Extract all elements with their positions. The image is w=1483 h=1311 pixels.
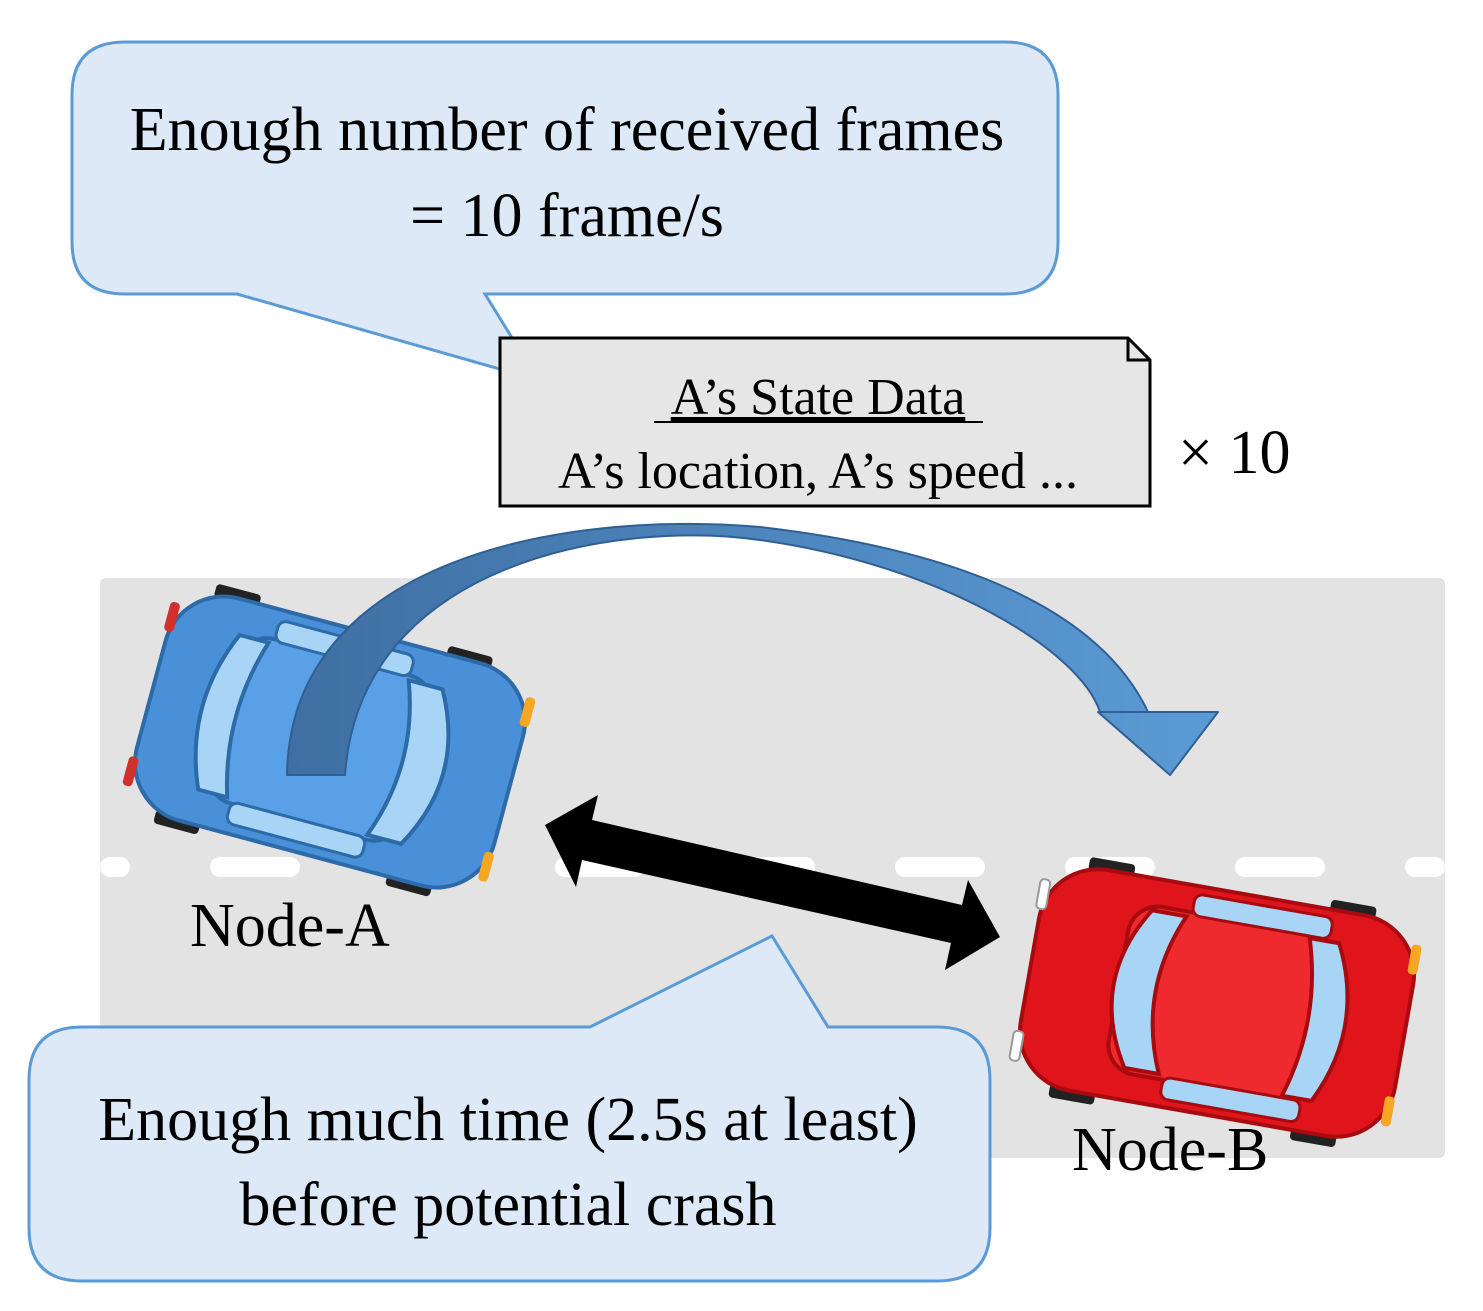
callout-top: Enough number of received frames = 10 fr…	[70, 40, 1060, 383]
callout-top-line2: = 10 frame/s	[410, 182, 724, 250]
distance-arrow	[545, 795, 1000, 970]
transmit-arrow	[286, 522, 1219, 776]
packet-note: A’s State Data A’s location, A’s speed .…	[498, 336, 1152, 508]
node-a-label: Node-A	[190, 892, 390, 960]
packet-multiplier: × 10	[1178, 419, 1290, 487]
callout-bottom: Enough much time (2.5s at least) before …	[27, 934, 992, 1283]
packet-body: A’s location, A’s speed ...	[558, 443, 1078, 500]
callout-bottom-line2: before potential crash	[239, 1171, 776, 1239]
node-b-label: Node-B	[1072, 1116, 1268, 1184]
callout-bottom-line1: Enough much time (2.5s at least)	[98, 1086, 918, 1154]
packet-title: A’s State Data	[671, 369, 966, 426]
car-b	[1008, 857, 1422, 1147]
callout-top-line1: Enough number of received frames	[130, 96, 1005, 164]
